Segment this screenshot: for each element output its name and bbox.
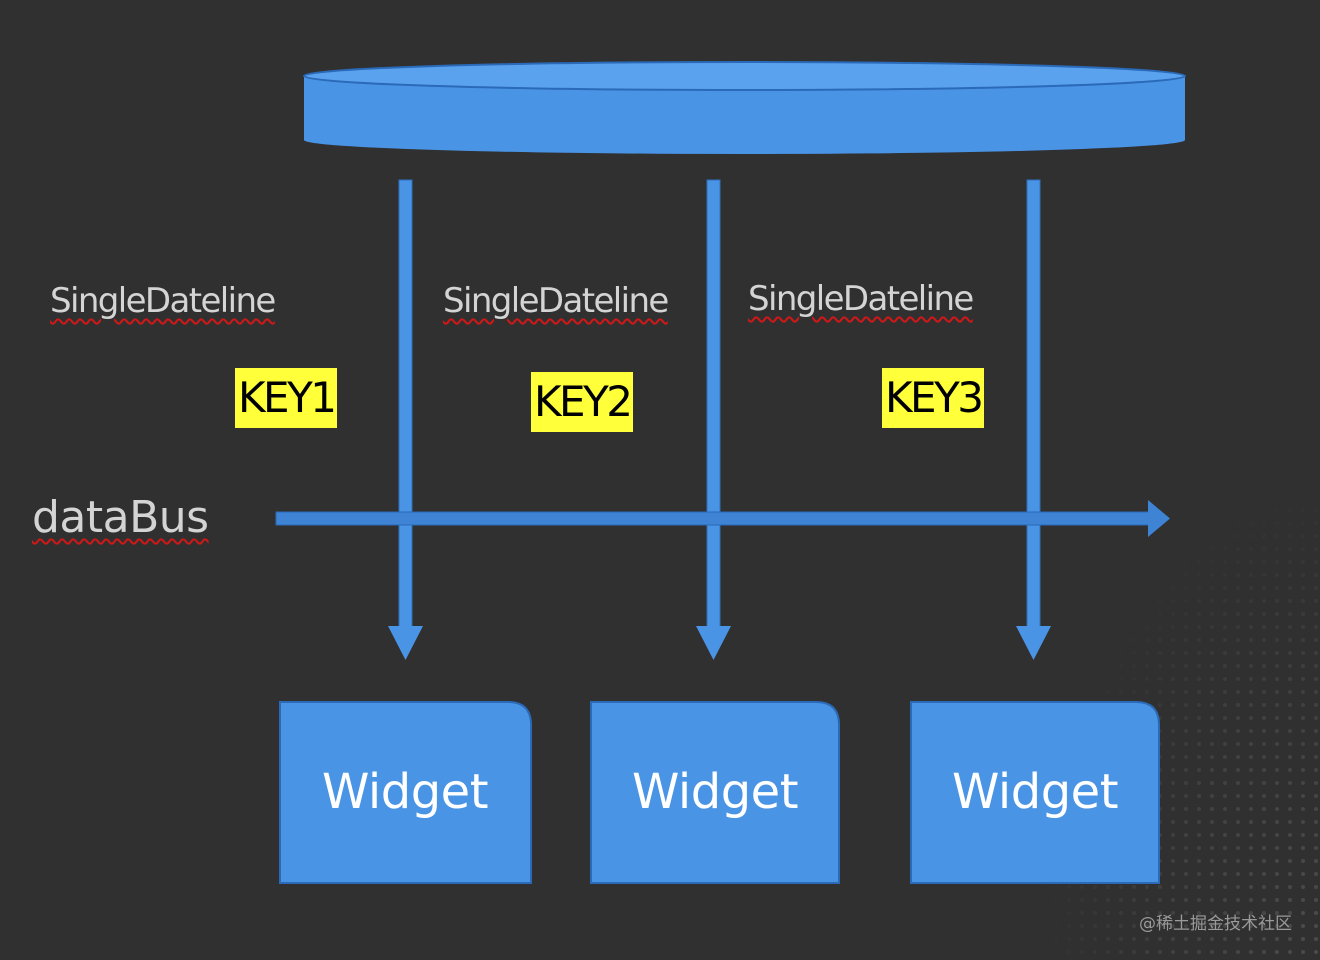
key-label-3: KEY3 xyxy=(882,368,985,428)
widget-box-2 xyxy=(590,701,840,884)
data-store-disk xyxy=(303,61,1186,154)
vertical-arrow-1 xyxy=(388,179,423,660)
single-dateline-label-3: SingleDateline xyxy=(748,279,974,319)
key-label-2: KEY2 xyxy=(531,372,634,432)
key-label-1: KEY1 xyxy=(235,368,338,428)
databus-label: dataBus xyxy=(32,492,209,543)
widget-box-3 xyxy=(910,701,1160,884)
databus-arrow xyxy=(275,500,1170,537)
watermark-text: @稀土掘金技术社区 xyxy=(1139,914,1292,934)
single-dateline-label-1: SingleDateline xyxy=(50,281,276,321)
vertical-arrow-2 xyxy=(696,179,731,660)
widget-label-2: Widget xyxy=(631,764,799,820)
widget-box-1 xyxy=(279,701,532,884)
widget-label-3: Widget xyxy=(951,764,1119,820)
single-dateline-label-2: SingleDateline xyxy=(443,281,669,321)
widget-label-1: Widget xyxy=(321,764,489,820)
